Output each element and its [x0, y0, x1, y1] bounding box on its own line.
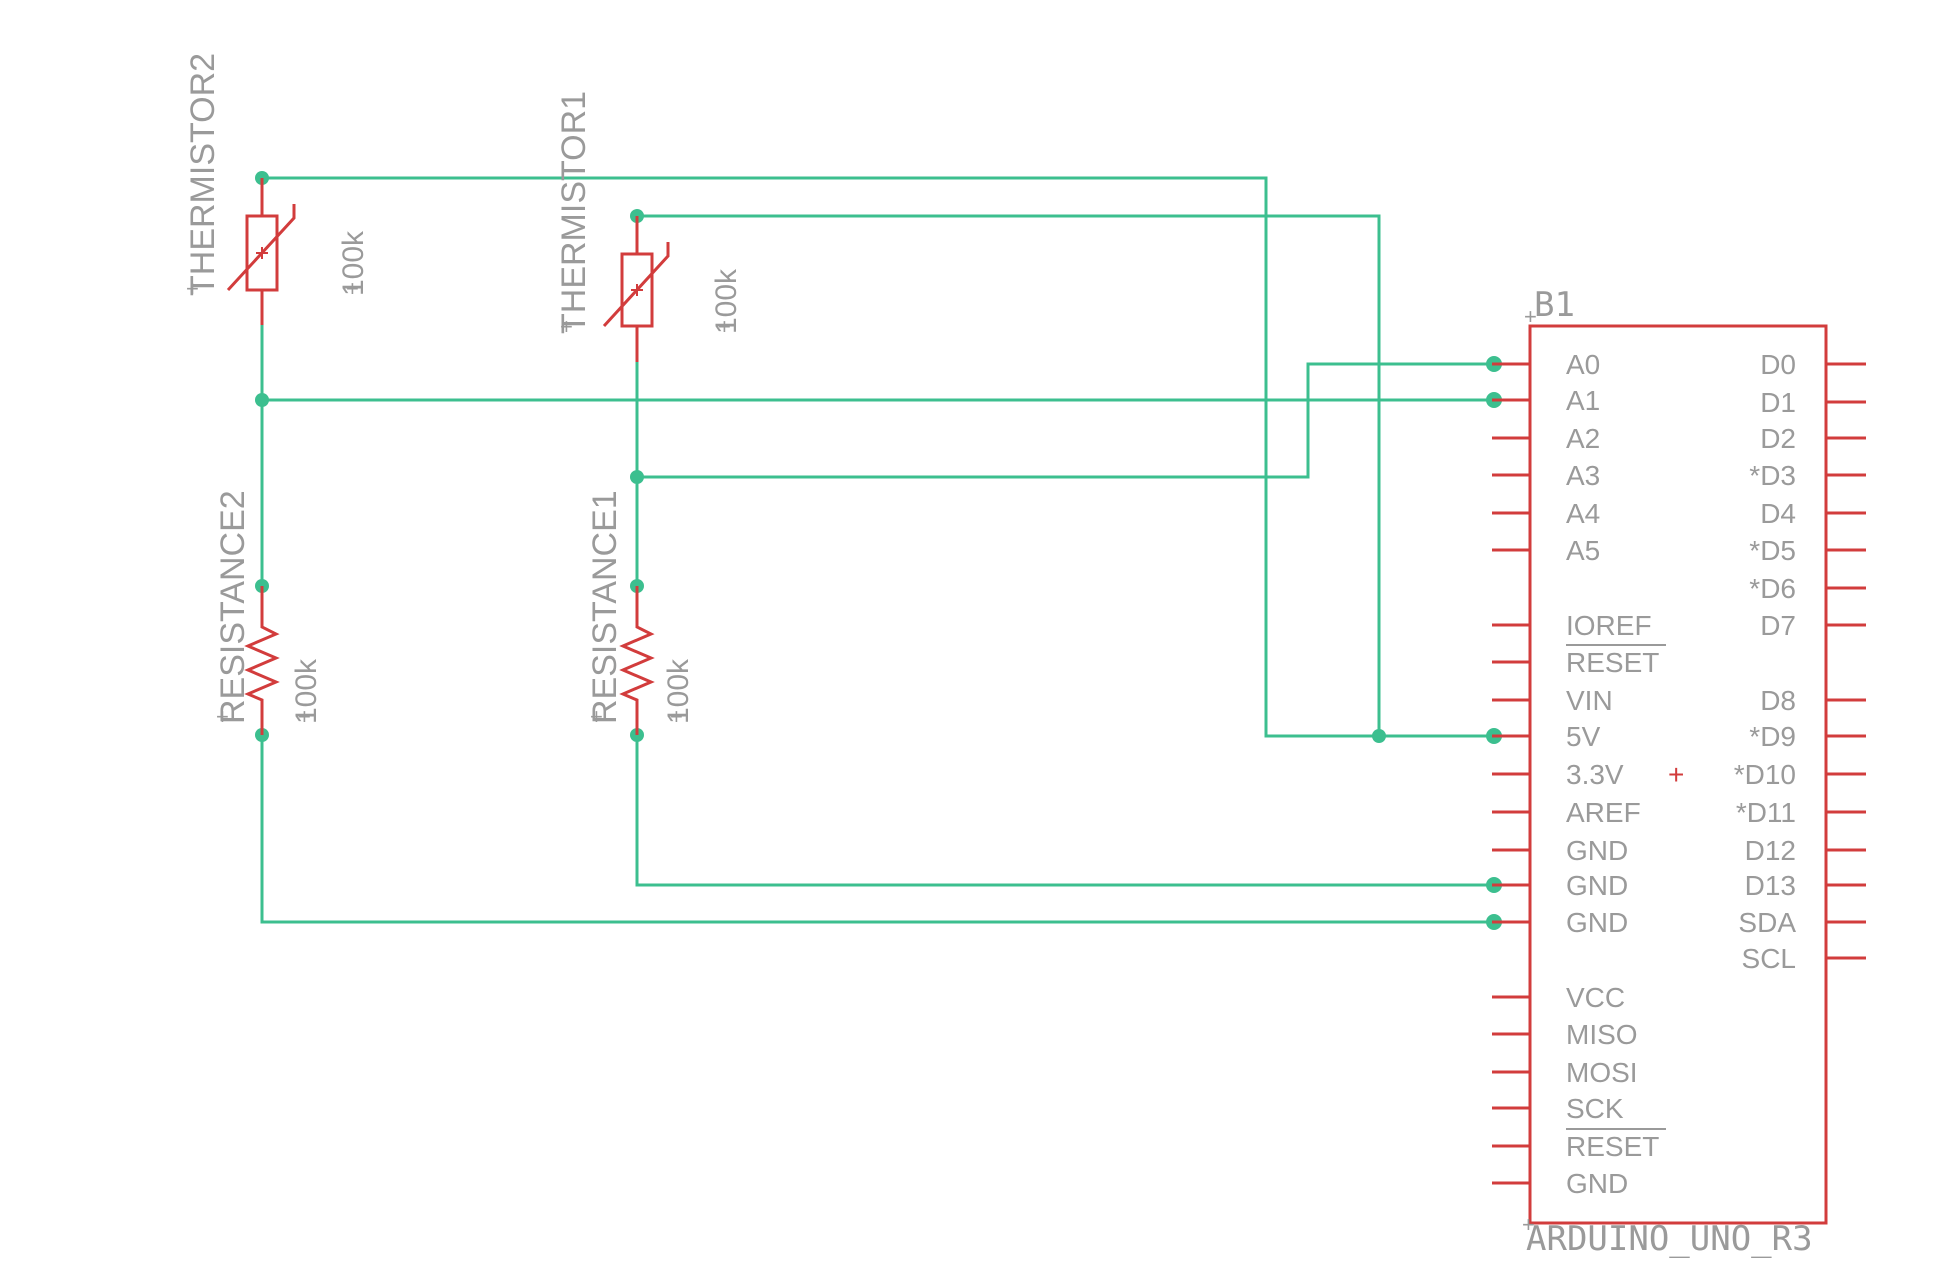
pin-label-mosi-17: MOSI [1566, 1057, 1638, 1088]
resistance2-symbol[interactable] [244, 586, 280, 735]
pin-label-reset-7: RESET [1566, 647, 1659, 678]
resistance2-value-origin: + [298, 704, 311, 729]
thermistor1-symbol[interactable] [602, 216, 670, 362]
resistance1-value-origin: + [670, 704, 683, 729]
thermistor2-name: THERMISTOR2 [184, 53, 222, 296]
wire-thermistor1-to-5v [635, 214, 1381, 738]
resistance1-name: RESISTANCE1 [586, 490, 624, 724]
pin-label-d3-3: *D3 [1749, 460, 1796, 491]
pin-label-d9-9: *D9 [1749, 721, 1796, 752]
pin-label-gnd-13: GND [1566, 870, 1628, 901]
thermistor2-value: 100k [337, 230, 370, 296]
pin-label-aref-11: AREF [1566, 797, 1641, 828]
pin-label-a5-5: A5 [1566, 535, 1600, 566]
wires [260, 176, 1496, 924]
arduino-board[interactable]: B1 + ARDUINO_UNO_R3 + + A0A1A2A3A4A5IORE… [1492, 285, 1866, 1259]
resistance2-value: 100k [290, 658, 323, 724]
thermistor2-symbol[interactable] [226, 178, 296, 325]
pin-label-5v-9: 5V [1566, 721, 1601, 752]
pin-label-d10-10: *D10 [1734, 759, 1796, 790]
thermistor1-name-origin: + [560, 314, 573, 339]
pin-label-d11-11: *D11 [1736, 797, 1796, 828]
thermistor1-value-origin: + [718, 314, 731, 339]
pin-label-gnd-12: GND [1566, 835, 1628, 866]
thermistor2-name-origin: + [186, 276, 199, 301]
pin-label-a1-1: A1 [1566, 385, 1600, 416]
pin-label-gnd-14: GND [1566, 907, 1628, 938]
junctions [255, 171, 1502, 930]
pin-label-a2-2: A2 [1566, 423, 1600, 454]
pin-label-d6-6: *D6 [1749, 573, 1796, 604]
pin-label-vin-8: VIN [1566, 685, 1613, 716]
pin-label-d5-5: *D5 [1749, 535, 1796, 566]
arduino-origin-cross: + [1668, 759, 1684, 790]
pin-label-reset-19: RESET [1566, 1131, 1659, 1162]
pin-label-gnd-20: GND [1566, 1168, 1628, 1199]
junction-5v-branch [1372, 729, 1386, 743]
arduino-name-origin: + [1522, 1212, 1535, 1237]
resistance2-name-origin: + [216, 704, 229, 729]
pin-label-sda-14: SDA [1738, 907, 1796, 938]
pin-label-d4-4: D4 [1760, 498, 1796, 529]
pin-label-d12-12: D12 [1745, 835, 1796, 866]
pin-label-d13-13: D13 [1745, 870, 1796, 901]
wire-node1-to-a0 [635, 360, 1496, 479]
pin-label-d8-8: D8 [1760, 685, 1796, 716]
arduino-name: ARDUINO_UNO_R3 [1526, 1219, 1813, 1259]
pin-label-scl-15: SCL [1742, 943, 1796, 974]
pin-label-d0-0: D0 [1760, 349, 1796, 380]
pin-label-3-3v-10: 3.3V [1566, 759, 1624, 790]
pin-label-vcc-15: VCC [1566, 982, 1625, 1013]
junction-node1 [630, 470, 644, 484]
resistance2-name: RESISTANCE2 [214, 490, 252, 724]
resistance1-name-origin: + [590, 704, 603, 729]
junction-node2 [255, 393, 269, 407]
pin-label-sck-18: SCK [1566, 1093, 1624, 1124]
thermistor2-value-origin: + [346, 276, 359, 301]
resistance1-value: 100k [662, 658, 695, 724]
resistance1-symbol[interactable] [619, 586, 655, 735]
pin-label-a4-4: A4 [1566, 498, 1600, 529]
pin-label-a0-0: A0 [1566, 349, 1600, 380]
pin-label-ioref-6: IOREF [1566, 610, 1652, 641]
arduino-ref: B1 [1534, 285, 1575, 325]
wire-resistance2-to-gnd [260, 733, 1496, 924]
wire-resistance1-to-gnd [635, 733, 1496, 887]
thermistor1-name: THERMISTOR1 [555, 91, 593, 334]
pin-label-a3-3: A3 [1566, 460, 1600, 491]
pin-label-d2-2: D2 [1760, 423, 1796, 454]
pin-label-d1-1: D1 [1760, 387, 1796, 418]
thermistor1-value: 100k [710, 268, 743, 334]
pin-label-d7-7: D7 [1760, 610, 1796, 641]
arduino-ref-origin: + [1524, 304, 1537, 329]
pin-label-miso-16: MISO [1566, 1019, 1638, 1050]
